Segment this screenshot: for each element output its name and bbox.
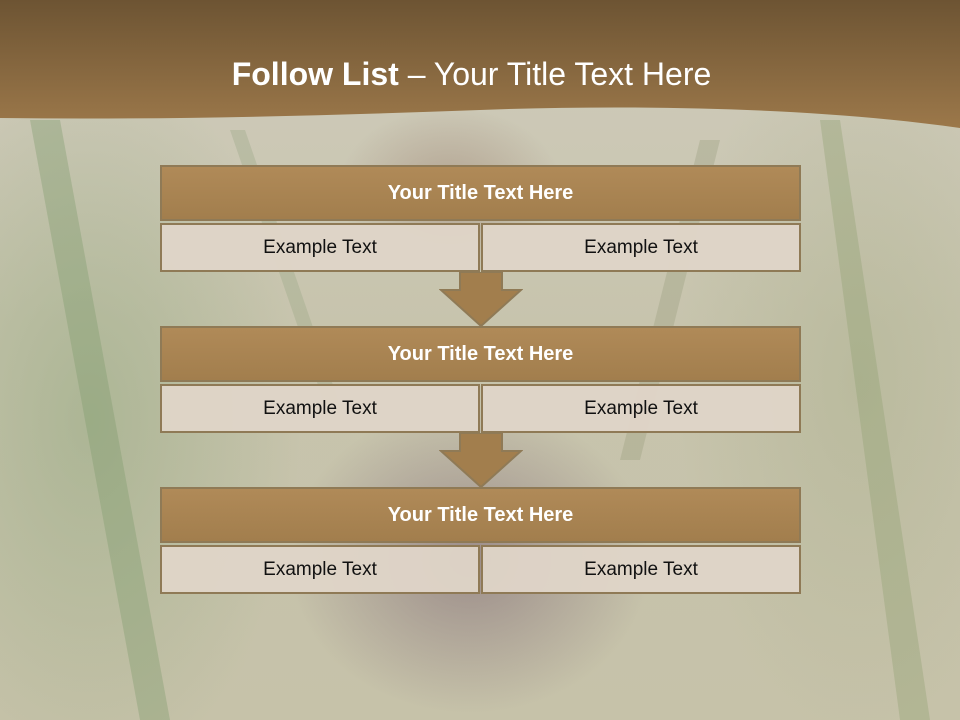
block-cell-right: Example Text [481,545,801,594]
down-arrow-shape [439,433,523,489]
block-title: Your Title Text Here [160,487,801,543]
block-cell-left: Example Text [160,545,480,594]
follow-block-3: Your Title Text Here Example Text Exampl… [160,487,801,594]
down-arrow-1 [439,272,523,328]
leaf-shape [30,120,170,720]
leaf-shape [820,120,930,720]
down-arrow-2 [439,433,523,489]
block-cell-left: Example Text [160,223,480,272]
follow-block-2: Your Title Text Here Example Text Exampl… [160,326,801,433]
block-row: Example Text Example Text [160,223,801,272]
block-cell-right: Example Text [481,384,801,433]
follow-block-1: Your Title Text Here Example Text Exampl… [160,165,801,272]
title-bold: Follow List [231,56,399,92]
block-row: Example Text Example Text [160,545,801,594]
block-cell-left: Example Text [160,384,480,433]
header-band: Follow List – Your Title Text Here [0,0,960,140]
block-row: Example Text Example Text [160,384,801,433]
header-wave [0,0,960,128]
block-title: Your Title Text Here [160,326,801,382]
header-wave-shape [0,0,960,128]
title-rest: – Your Title Text Here [398,56,712,92]
block-title: Your Title Text Here [160,165,801,221]
down-arrow-shape [439,272,523,328]
page-title: Follow List – Your Title Text Here [0,56,943,93]
block-cell-right: Example Text [481,223,801,272]
